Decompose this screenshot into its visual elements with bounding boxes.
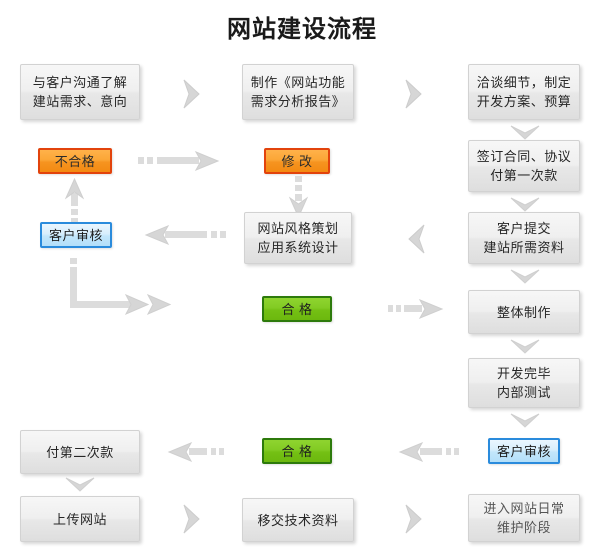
connector-c6 xyxy=(138,150,224,172)
node-n12[interactable]: 开发完毕 内部测试 xyxy=(468,358,580,408)
node-n9[interactable]: 客户提交 建站所需资料 xyxy=(468,212,580,264)
chevron-right-icon xyxy=(405,504,422,534)
connector-c7 xyxy=(64,178,86,224)
connector-c8 xyxy=(288,176,310,218)
node-n17[interactable]: 移交技术资料 xyxy=(242,498,354,542)
node-n15[interactable]: 客户审核 xyxy=(488,438,560,464)
node-n1[interactable]: 与客户沟通了解 建站需求、意向 xyxy=(20,64,140,120)
node-n5[interactable]: 修 改 xyxy=(264,148,330,174)
node-n4[interactable]: 不合格 xyxy=(38,148,112,174)
dashed-arrow-left-icon xyxy=(398,441,459,463)
chevron-right-icon xyxy=(183,504,200,534)
connector-c16 xyxy=(165,441,227,463)
connector-c3 xyxy=(509,122,541,146)
connector-c18 xyxy=(178,502,210,536)
node-n3[interactable]: 洽谈细节，制定 开发方案、预算 xyxy=(468,64,580,120)
dashed-arrow-right-icon xyxy=(138,150,220,172)
chevron-down-icon xyxy=(510,125,540,140)
connector-c2 xyxy=(400,77,432,111)
dashed-arrow-left-icon xyxy=(144,224,226,246)
connector-c1 xyxy=(178,77,210,111)
node-n6[interactable]: 签订合同、协议 付第一次款 xyxy=(468,140,580,192)
connector-c5 xyxy=(509,266,541,290)
node-n11[interactable]: 整体制作 xyxy=(468,290,580,334)
chevron-down-icon xyxy=(510,197,540,212)
node-n10[interactable]: 合 格 xyxy=(262,296,332,322)
chevron-down-icon xyxy=(510,413,540,428)
elbow-down-right-arrow-icon xyxy=(70,258,172,316)
node-n18[interactable]: 进入网站日常 维护阶段 xyxy=(468,494,580,542)
dashed-arrow-right-icon xyxy=(388,298,444,320)
dashed-arrow-left-icon xyxy=(167,441,224,463)
dashed-arrow-down-icon xyxy=(288,176,309,218)
node-n7[interactable]: 客户审核 xyxy=(40,222,112,248)
node-n13[interactable]: 付第二次款 xyxy=(20,430,140,474)
connector-c11 xyxy=(64,258,186,324)
chevron-right-icon xyxy=(183,79,200,109)
chevron-down-icon xyxy=(510,339,540,354)
connector-c17 xyxy=(64,474,96,498)
connector-c14 xyxy=(509,410,541,434)
connector-c13 xyxy=(509,336,541,360)
node-n14[interactable]: 合 格 xyxy=(262,438,332,464)
node-n2[interactable]: 制作《网站功能 需求分析报告》 xyxy=(242,64,354,120)
connector-c19 xyxy=(400,502,432,536)
node-n16[interactable]: 上传网站 xyxy=(20,496,140,542)
connector-c4 xyxy=(509,194,541,218)
node-n8[interactable]: 网站风格策划 应用系统设计 xyxy=(244,212,352,264)
connector-c9 xyxy=(140,224,226,246)
chevron-down-icon xyxy=(510,269,540,284)
connector-c12 xyxy=(388,298,448,320)
connector-c10 xyxy=(400,222,430,256)
chevron-left-icon xyxy=(408,224,425,254)
page-title: 网站建设流程 xyxy=(227,16,377,43)
connector-c15 xyxy=(396,441,464,463)
chevron-right-icon xyxy=(405,79,422,109)
chevron-down-icon xyxy=(65,477,95,492)
dashed-arrow-up-icon xyxy=(64,178,85,224)
